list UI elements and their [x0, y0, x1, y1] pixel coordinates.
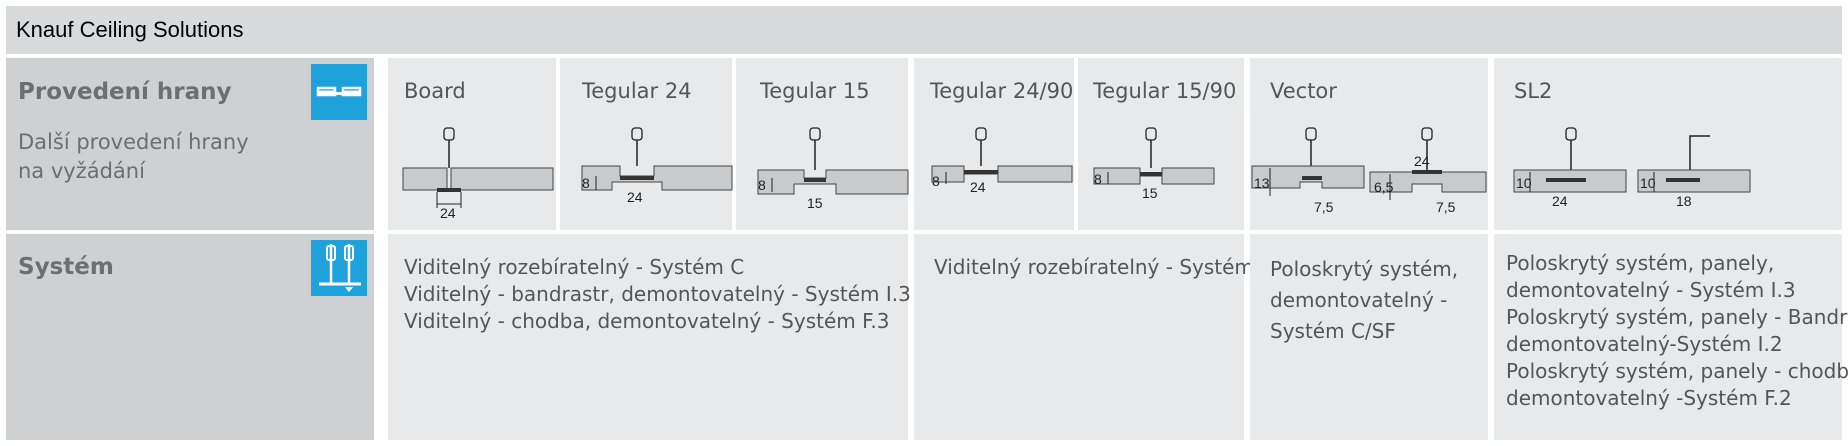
edge-cell-sl2: SL2 10 24 10 18 — [1494, 58, 1842, 230]
tegular-24-dim-8: 8 — [582, 175, 590, 191]
vector-dim-6-5: 6,5 — [1374, 179, 1394, 195]
edge-cell-tegular-15-90: Tegular 15/90 8 15 — [1078, 58, 1244, 230]
tegular-24-90-dim-8: 8 — [932, 173, 940, 189]
system-cell-vector: Poloskrytý systém, demontovatelný - Syst… — [1250, 234, 1488, 440]
page-title: Knauf Ceiling Solutions — [16, 17, 244, 42]
tegular-15-dim-15: 15 — [807, 195, 823, 211]
vector-edge-profile: 13 7,5 6,5 24 7,5 — [1251, 127, 1487, 215]
sl2-dim-10-a: 10 — [1516, 175, 1532, 191]
sl2-edge-profile: 10 24 10 18 — [1513, 127, 1751, 209]
tegular-24-90-edge-profile: 8 24 — [931, 127, 1073, 195]
vector-dim-7-5-b: 7,5 — [1436, 199, 1456, 215]
edge-cell-vector: Vector 13 7,5 6,5 24 7,5 — [1250, 58, 1488, 230]
tegular-15-90-dim-15: 15 — [1142, 185, 1158, 201]
edge-row-subtitle: Další provedení hrany na vyžádání — [18, 130, 249, 183]
edge-cell-tegular-15: Tegular 15 8 15 — [736, 58, 909, 230]
sl2-dim-10-b: 10 — [1640, 175, 1656, 191]
edge-label: Vector — [1270, 79, 1337, 103]
board-dim-24: 24 — [440, 205, 456, 221]
edge-label: Board — [404, 79, 466, 103]
system-description: Poloskrytý systém, demontovatelný - Syst… — [1270, 257, 1459, 343]
edge-profile-icon — [311, 64, 367, 120]
sl2-dim-18: 18 — [1676, 193, 1692, 209]
system-description: Viditelný rozebíratelný - Systém C — [934, 255, 1275, 279]
edge-cell-board: Board 24 — [388, 58, 556, 230]
tegular-15-90-edge-profile: 8 15 — [1093, 127, 1215, 201]
tegular-24-dim-24: 24 — [627, 189, 643, 205]
tegular-24-90-dim-24: 24 — [970, 179, 986, 195]
suspension-system-icon — [311, 240, 367, 296]
tegular-15-dim-8: 8 — [758, 177, 766, 193]
header-bar: Knauf Ceiling Solutions — [6, 6, 1842, 54]
tegular-15-edge-profile: 8 15 — [757, 127, 909, 211]
edge-cell-tegular-24-90: Tegular 24/90 8 24 — [914, 58, 1074, 230]
edge-label: SL2 — [1514, 79, 1553, 103]
vector-dim-24: 24 — [1414, 153, 1430, 169]
edge-cell-tegular-24: Tegular 24 8 24 — [560, 58, 733, 230]
sl2-dim-24: 24 — [1552, 193, 1568, 209]
system-cell-board-tegular: Viditelný rozebíratelný - Systém C Vidit… — [388, 234, 911, 440]
edge-label: Tegular 24 — [582, 79, 692, 103]
edge-label: Tegular 15/90 — [1093, 79, 1237, 103]
vector-dim-7-5-a: 7,5 — [1314, 199, 1334, 215]
board-edge-profile: 24 — [402, 127, 554, 221]
system-description: Poloskrytý systém, panely, demontovateln… — [1506, 251, 1848, 410]
vector-dim-13: 13 — [1254, 175, 1270, 191]
system-description: Viditelný rozebíratelný - Systém C Vidit… — [404, 255, 911, 333]
tegular-24-edge-profile: 8 24 — [581, 127, 733, 205]
edge-row-label: Provedení hrany Další provedení hrany na… — [6, 58, 374, 230]
system-row-title: Systém — [18, 254, 114, 280]
system-row-label: Systém — [6, 234, 374, 440]
tegular-15-90-dim-8: 8 — [1094, 171, 1102, 187]
edge-label: Tegular 24/90 — [930, 79, 1074, 103]
edge-row-title: Provedení hrany — [18, 79, 232, 105]
system-cell-tegular-90: Viditelný rozebíratelný - Systém C — [914, 234, 1274, 440]
system-cell-sl2: Poloskrytý systém, panely, demontovateln… — [1494, 234, 1848, 440]
edge-label: Tegular 15 — [760, 79, 870, 103]
